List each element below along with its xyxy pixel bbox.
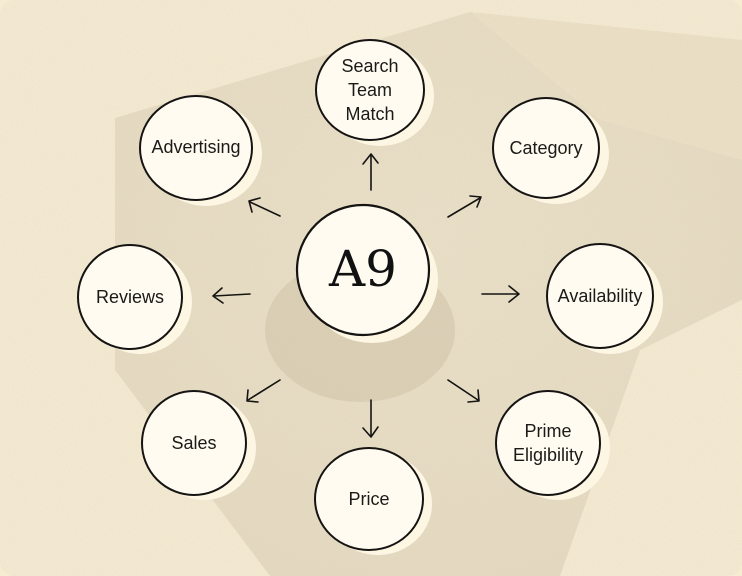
node-circle [314,447,432,555]
arrow-to-category [447,195,482,218]
center-node: A9 [292,198,446,348]
arrow-to-sales [246,379,281,403]
node-circle [139,95,262,206]
node-prime-eligibility: Prime Eligibility [492,388,616,502]
arrow-to-prime-eligibility [447,379,480,403]
arrow-to-price [362,399,379,438]
arrow-to-reviews [212,287,251,304]
node-sales: Sales [138,388,262,502]
node-circle [495,390,610,500]
node-reviews: Reviews [74,242,196,356]
node-search-team-match: Search Team Match [312,38,436,148]
node-circle [315,39,434,146]
node-availability: Availability [542,240,668,356]
node-circle [141,390,256,500]
node-price: Price [312,444,440,556]
node-circle [492,97,609,204]
node-circle [546,243,663,354]
arrow-to-availability [481,285,520,303]
node-circle [77,244,192,354]
arrow-to-search-team-match [362,153,379,191]
arrow-to-advertising [248,197,281,217]
node-category: Category [488,94,612,206]
node-advertising: Advertising [134,92,266,208]
center-circle [295,203,438,343]
